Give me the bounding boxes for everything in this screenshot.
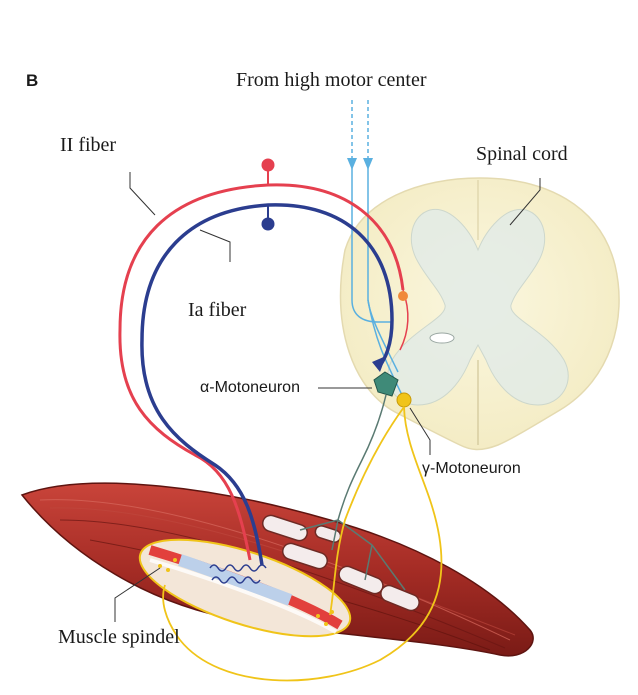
tract-arrow-2 [363, 158, 373, 170]
ia-fiber-terminal [372, 356, 386, 372]
panel-label: B [26, 71, 39, 90]
alpha-motoneuron [299, 371, 406, 591]
ia-fiber-label: Ia fiber [188, 299, 247, 321]
ii-fiber-label: II fiber [60, 134, 117, 156]
tract-arrow-1 [347, 158, 357, 170]
alpha-motoneuron-label: α-Motoneuron [200, 379, 300, 396]
gray-matter [387, 208, 569, 406]
ii-fiber [118, 158, 409, 561]
from-high-motor-center-label: From high motor center [236, 69, 427, 91]
leader-lines [114, 172, 541, 622]
motor-endplates [261, 514, 420, 612]
ia-fiber-cell-body [261, 217, 275, 231]
descending-tract [351, 100, 369, 168]
gamma-motoneuron-label: γ-Motoneuron [422, 460, 521, 477]
muscle-spindel-label: Muscle spindel [58, 626, 180, 648]
muscle-spindle [138, 538, 352, 638]
spinal-cord-label: Spinal cord [476, 143, 568, 165]
gamma-motoneuron [162, 392, 443, 682]
central-canal [429, 332, 455, 344]
ia-fiber [140, 203, 394, 566]
ii-fiber-cell-body [261, 158, 275, 172]
ii-fiber-terminal [398, 291, 408, 301]
